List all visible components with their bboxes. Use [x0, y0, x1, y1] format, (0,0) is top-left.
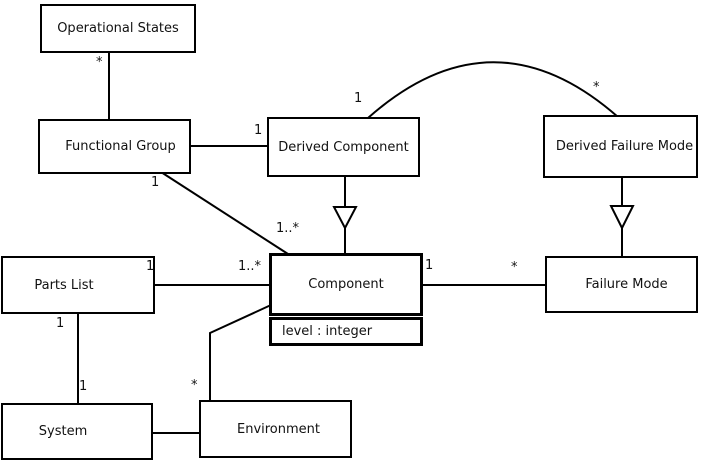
class-name-label: Component: [308, 277, 384, 292]
class-name-label: Failure Mode: [585, 277, 668, 292]
association-environment-component: [209, 304, 272, 402]
class-name-label: Environment: [236, 421, 320, 437]
multiplicity-component-end-failure-mode: 1: [425, 258, 434, 273]
multiplicity-component-end-parts-list: 1..*: [238, 259, 262, 274]
class-derived-failure-mode: Derived Failure Mode: [543, 115, 698, 178]
class-component-attributes: level : integer: [269, 317, 423, 346]
multiplicity-functional-group-end: 1: [151, 175, 160, 190]
class-name-label: Functional Group: [65, 139, 176, 154]
generalization-derived-component-to-component: [332, 175, 358, 255]
association-derived-component-derived-failure-mode-arc: [367, 61, 619, 119]
class-system: System: [1, 403, 153, 460]
class-operational-states: Operational States: [40, 4, 196, 53]
class-component: Component: [269, 253, 423, 316]
class-parts-list: Parts List: [1, 256, 155, 314]
multiplicity-failure-mode-end: *: [511, 260, 518, 275]
multiplicity-component-end-diagonal: 1..*: [276, 221, 300, 236]
multiplicity-operational-states-end: *: [96, 55, 103, 70]
multiplicity-system-end: 1: [79, 379, 88, 394]
multiplicity-parts-list-bottom-end: 1: [56, 316, 65, 331]
class-name-label: Operational States: [57, 21, 179, 36]
class-derived-component: Derived Component: [267, 117, 420, 177]
generalization-derived-failure-mode-to-failure-mode: [609, 176, 635, 258]
class-environment: Environment: [199, 400, 352, 458]
multiplicity-arc-derived-component-end: 1: [354, 91, 363, 106]
class-functional-group: Functional Group: [38, 119, 191, 174]
generalization-triangle-icon: [332, 206, 358, 231]
class-name-label: Derived Failure Mode: [555, 139, 694, 154]
multiplicity-derived-component-end: 1: [254, 123, 263, 138]
class-name-label: Parts List: [34, 277, 94, 293]
class-name-label: Derived Component: [278, 139, 409, 155]
multiplicity-environment-end: *: [191, 378, 198, 393]
generalization-triangle-icon: [609, 205, 635, 231]
association-functional-group-component: [160, 171, 289, 255]
multiplicity-arc-derived-failure-mode-end: *: [593, 80, 600, 95]
attribute-label: level : integer: [282, 324, 373, 339]
class-failure-mode: Failure Mode: [545, 256, 698, 313]
class-name-label: System: [38, 424, 88, 439]
multiplicity-parts-list-end: 1: [146, 259, 155, 274]
